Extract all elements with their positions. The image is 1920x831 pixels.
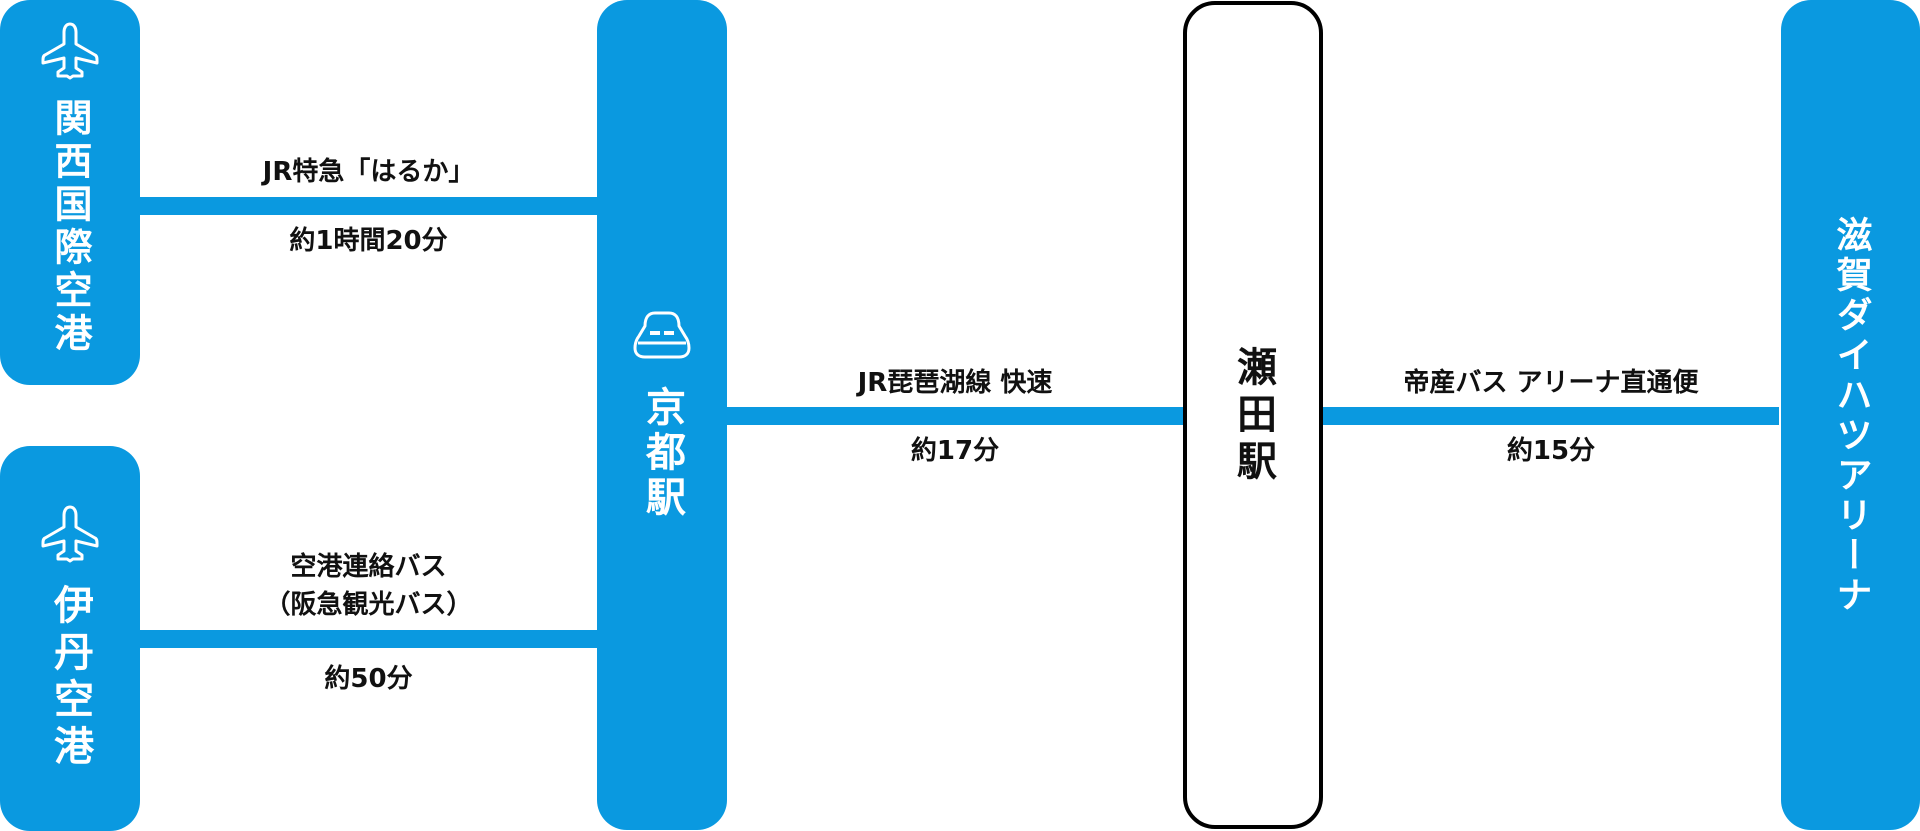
station-name-arena: 滋賀ダイハツアリーナ: [1830, 216, 1872, 616]
station-itami-airport: 伊丹空港: [0, 446, 140, 831]
destination-arena: 滋賀ダイハツアリーナ: [1781, 0, 1920, 830]
airplane-icon: [41, 22, 99, 80]
route-line-itami-kyoto: [140, 630, 597, 648]
station-name-kyoto: 京都駅: [639, 386, 685, 521]
route-duration-kansai-kyoto: 約1時間20分: [289, 226, 448, 256]
station-kyoto: 京都駅: [597, 0, 727, 830]
route-service-kansai-kyoto: JR特急「はるか」: [262, 157, 475, 187]
route-service-kyoto-seta: JR琵琶湖線 快速: [857, 368, 1053, 398]
station-kansai-airport: 関西国際空港: [0, 0, 140, 385]
route-duration-kyoto-seta: 約17分: [910, 436, 1000, 466]
station-name-itami: 伊丹空港: [47, 584, 93, 772]
route-service-seta-arena: 帝産バス アリーナ直通便: [1403, 368, 1699, 398]
route-service-itami-kyoto-line1: 空港連絡バス: [290, 552, 447, 582]
route-duration-itami-kyoto: 約50分: [324, 664, 413, 694]
route-line-seta-arena: [1323, 407, 1779, 425]
airplane-icon: [41, 505, 99, 563]
station-seta: 瀬田駅: [1183, 1, 1323, 829]
route-service-itami-kyoto-line2: （阪急観光バス）: [264, 590, 473, 620]
route-duration-seta-arena: 約15分: [1506, 436, 1596, 466]
route-line-kyoto-seta: [727, 407, 1183, 425]
station-name-kansai: 関西国際空港: [48, 98, 92, 356]
shinkansen-icon: [633, 311, 691, 359]
station-name-seta: 瀬田駅: [1230, 346, 1276, 487]
route-line-kansai-kyoto: [140, 197, 597, 215]
